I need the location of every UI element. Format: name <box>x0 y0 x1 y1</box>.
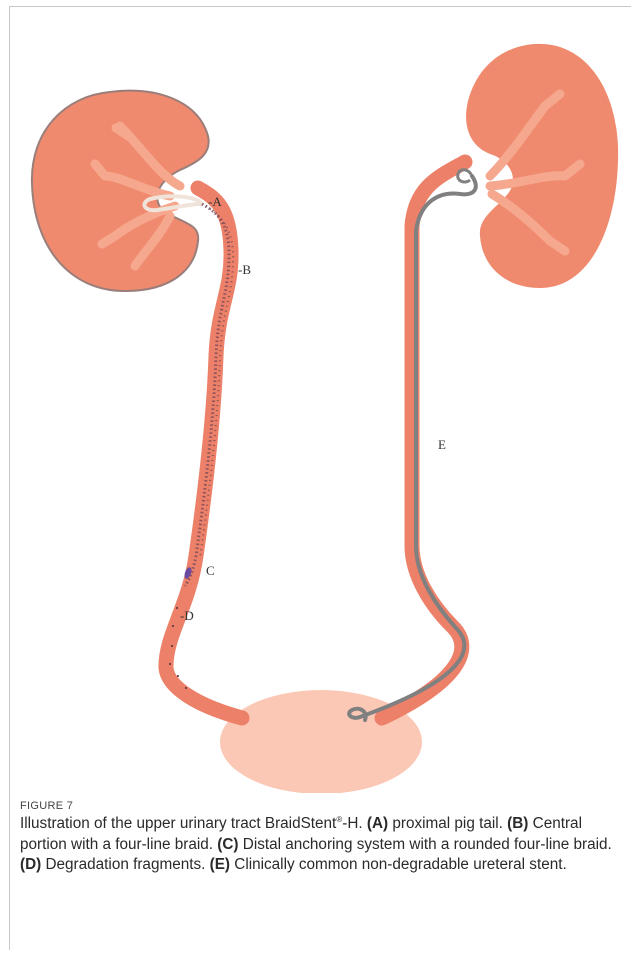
label-a: -A <box>208 194 222 209</box>
caption-key-d: (D) <box>20 856 41 873</box>
label-c: C <box>206 563 215 578</box>
stent-proximal-coil <box>458 170 472 182</box>
caption-key-b: (B) <box>507 815 528 832</box>
caption-item-c: Distal anchoring system with a rounded f… <box>239 836 612 853</box>
figure-number: FIGURE 7 <box>20 800 620 812</box>
label-d: -D <box>180 608 194 623</box>
illustration-svg: -A -B C -D E <box>20 36 619 793</box>
left-kidney <box>32 91 209 291</box>
caption-text: Illustration of the upper urinary tract … <box>20 814 620 876</box>
caption-key-c: (C) <box>217 836 238 853</box>
caption-intro-suffix: -H. <box>342 815 367 832</box>
right-kidney <box>466 44 618 288</box>
caption-item-e: Clinically common non-degradable uretera… <box>230 856 567 873</box>
right-ureter <box>382 162 465 718</box>
caption-intro: Illustration of the upper urinary tract … <box>20 815 336 832</box>
caption-key-a: (A) <box>367 815 388 832</box>
caption-key-e: (E) <box>210 856 230 873</box>
caption-item-a: proximal pig tail. <box>388 815 507 832</box>
caption-item-d: Degradation fragments. <box>41 856 209 873</box>
urinary-tract-illustration: -A -B C -D E <box>20 36 619 793</box>
figure-caption: FIGURE 7 Illustration of the upper urina… <box>20 800 620 876</box>
label-b: -B <box>238 262 251 277</box>
label-e: E <box>438 437 446 452</box>
